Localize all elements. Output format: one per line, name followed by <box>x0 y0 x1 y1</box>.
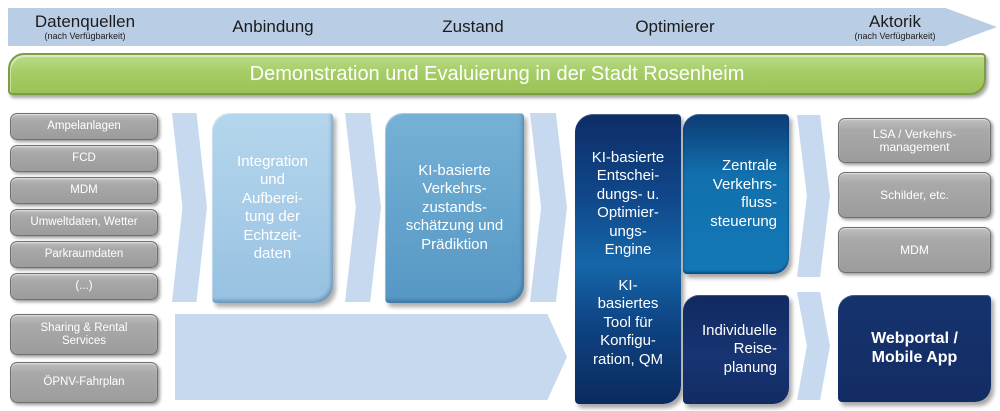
stage-label-aktorik: Aktorik (nach Verfügbarkeit) <box>854 8 935 46</box>
process-box-individual-travel-planning: Individuelle Reise- planung <box>683 295 789 404</box>
arrow-sources-to-config-tool-icon <box>175 314 567 400</box>
arrow-sources-to-integration-icon <box>172 113 207 302</box>
source-box-umweltdaten: Umweltdaten, Wetter <box>10 209 158 236</box>
source-box-mdm: MDM <box>10 177 158 204</box>
process-box-webportal: Webportal / Mobile App <box>838 295 991 402</box>
stage-label-anbindung: Anbindung <box>232 8 313 46</box>
source-box-parkraumdaten: Parkraumdaten <box>10 241 158 268</box>
stage-label-optimierer: Optimierer <box>635 8 714 46</box>
process-box-state-estimation: KI-basierte Verkehrs- zustands- schätzun… <box>385 113 524 303</box>
arrow-state-to-optimizer-icon <box>530 113 567 302</box>
stage-label-zustand: Zustand <box>442 8 503 46</box>
stage-label-datenquellen: Datenquellen (nach Verfügbarkeit) <box>35 8 135 46</box>
source-box-more: (...) <box>10 273 158 300</box>
process-box-central-flow-control: Zentrale Verkehrs- fluss- steuerung <box>683 114 789 274</box>
stage-title: Datenquellen <box>34 12 136 31</box>
stage-note: (nach Verfügbarkeit) <box>44 31 126 41</box>
source-box-oepnv: ÖPNV-Fahrplan <box>10 362 158 403</box>
stage-band-arrow <box>8 8 997 46</box>
source-box-sharing-rental: Sharing & Rental Services <box>10 314 158 355</box>
stage-title: Zustand <box>442 17 504 36</box>
source-box-ampelanlagen: Ampelanlagen <box>10 113 158 140</box>
banner: Demonstration und Evaluierung in der Sta… <box>8 53 986 95</box>
arrow-control-to-actuators-icon <box>797 115 830 277</box>
arrow-travel-to-webportal-icon <box>797 292 830 400</box>
stage-title: Aktorik <box>869 12 921 31</box>
actuator-box-mdm: MDM <box>838 227 991 273</box>
process-text-decision-engine: KI-basierte Entschei- dungs- u. Optimier… <box>591 148 665 259</box>
process-box-integration: Integration und Aufberei- tung der Echtz… <box>212 113 333 303</box>
stage-note: (nach Verfügbarkeit) <box>854 31 936 41</box>
actuator-box-schilder: Schilder, etc. <box>838 172 991 218</box>
source-box-fcd: FCD <box>10 145 158 172</box>
arrow-integration-to-state-icon <box>345 113 381 302</box>
stage-title: Optimierer <box>635 17 715 36</box>
stage-title: Anbindung <box>232 17 314 36</box>
actuator-box-lsa: LSA / Verkehrs- management <box>838 118 991 163</box>
process-text-config-tool: KI- basiertes Tool für Konfigu- ration, … <box>592 276 664 368</box>
process-box-optimizer-stack: KI-basierte Entschei- dungs- u. Optimier… <box>575 114 681 404</box>
